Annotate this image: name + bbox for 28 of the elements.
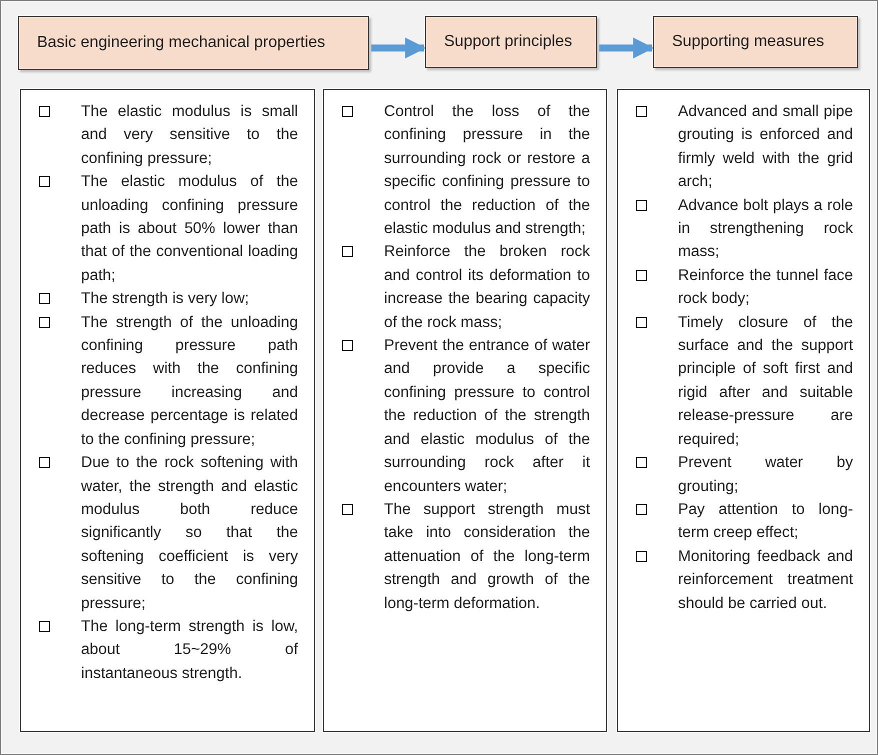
arrow xyxy=(599,38,654,58)
header-box xyxy=(18,16,369,70)
list-panel xyxy=(20,89,315,732)
header-box xyxy=(653,16,858,68)
list-item-text: Monitoring feedback and reinforcement treatment should be carried out. xyxy=(678,548,853,612)
list-item-text: Pay attention to long-term creep effect; xyxy=(678,500,853,542)
list-item-text: The strength is very low; xyxy=(81,290,249,308)
list-item-text: Control the loss of the confining pressure in the surrounding rock or restore a specific confining pressure to control the reduction of the elastic modulus and strength; xyxy=(384,103,590,238)
list-item-text: The elastic modulus of the unloading confining pressure path is about 50% lower than that of the conventional loading path; xyxy=(81,173,298,284)
header-text: Supporting measures xyxy=(672,33,824,51)
list-item-text: Prevent the entrance of water and provide a specific confining pressure to control the reduction of the strength and elastic modulus of the surrounding rock after it encounters water; xyxy=(384,337,590,494)
header-box xyxy=(425,16,597,68)
list-item-text: Advance bolt plays a role in strengthening rock mass; xyxy=(678,196,853,260)
list-item-text: The elastic modulus is small and very sensitive to the confining pressure; xyxy=(81,103,298,167)
list-item-text: Reinforce the broken rock and control its deformation to increase the bearing capacity of the rock mass; xyxy=(384,243,590,331)
list-item-text: Advanced and small pipe grouting is enforced and firmly weld with the grid arch; xyxy=(678,103,853,190)
list-item-text: Reinforce the tunnel face rock body; xyxy=(678,266,853,308)
header-text: Support principles xyxy=(444,33,572,51)
list-item-text: Prevent water by grouting; xyxy=(678,454,853,494)
list-item-text: The strength of the unloading confining pressure path reduces with the confining pressure increasing and decrease percentage is related to the confining pressure; xyxy=(81,314,298,448)
list-panel xyxy=(617,89,870,732)
list-item-text: Timely closure of the surface and the support principle of soft first and rigid after and suitable release-pressure are required; xyxy=(678,314,853,448)
list-item-text: The support strength must take into consideration the attenuation of the long-term strength and growth of the long-term deformation. xyxy=(384,500,590,612)
arrow xyxy=(371,38,426,58)
list-item-text: Due to the rock softening with water, the strength and elastic modulus both reduce significantly so that the softening coefficient is very sensitive to the confining pressure; xyxy=(81,454,298,612)
header-text: Basic engineering mechanical properties xyxy=(37,34,326,52)
list-panel xyxy=(323,89,607,732)
list-item-text: The long-term strength is low, about 15~29% of instantaneous strength. xyxy=(81,618,298,682)
